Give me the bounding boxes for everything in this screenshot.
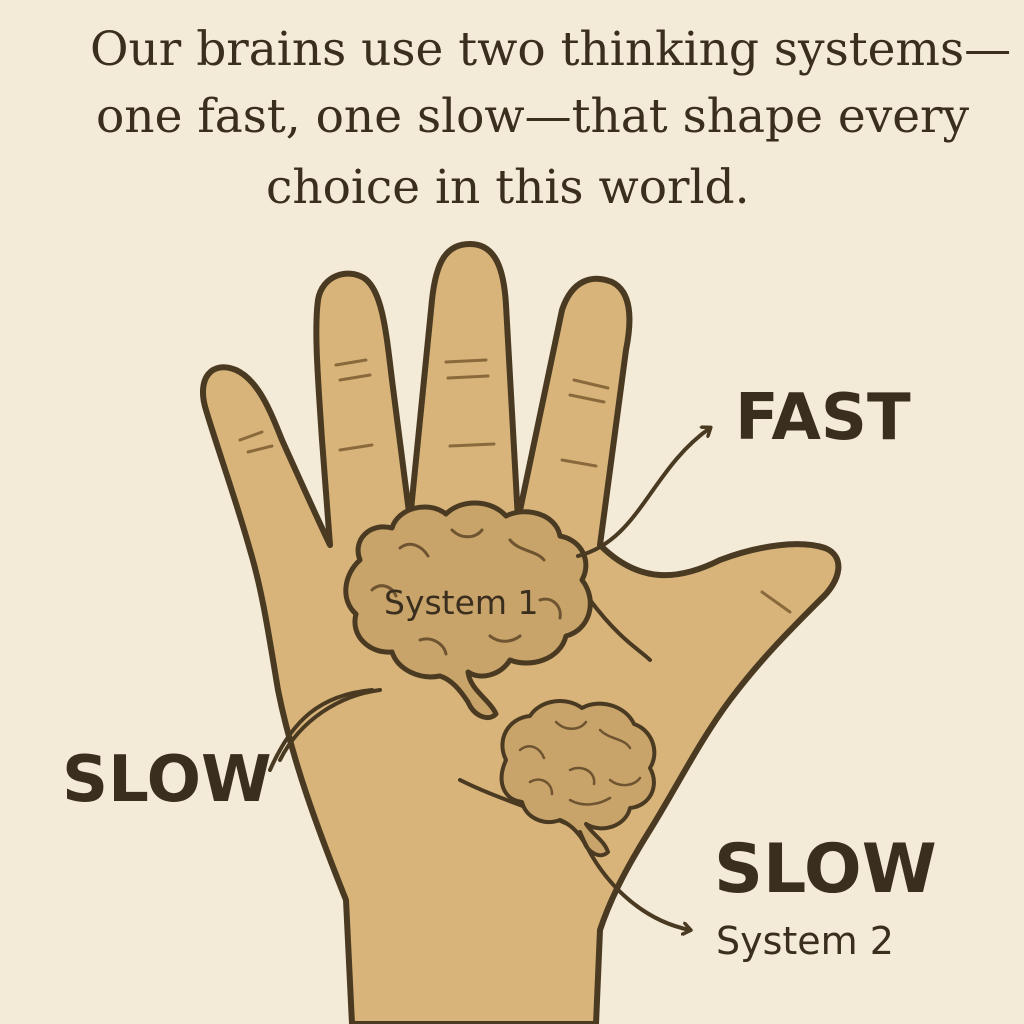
arrow-to-fast <box>576 428 710 558</box>
brain-1-folds <box>370 528 562 656</box>
caption-line-2: one fast, one slow—that shape every <box>96 89 970 144</box>
brain-system-1 <box>343 500 593 720</box>
label-system-1: System 1 <box>384 583 539 622</box>
label-slow-left: SLOW <box>62 743 272 817</box>
label-system-2: System 2 <box>716 919 894 963</box>
label-slow-right: SLOW <box>714 830 937 909</box>
finger-creases <box>238 358 792 614</box>
arrow-to-slow-left <box>268 688 374 772</box>
caption-line-1: Our brains use two thinking systems— <box>90 22 1012 77</box>
brain-2-folds <box>518 720 642 806</box>
caption-line-3: choice in this world. <box>266 160 750 215</box>
arrow-to-slow-right <box>578 830 690 930</box>
label-fast: FAST <box>735 381 911 455</box>
